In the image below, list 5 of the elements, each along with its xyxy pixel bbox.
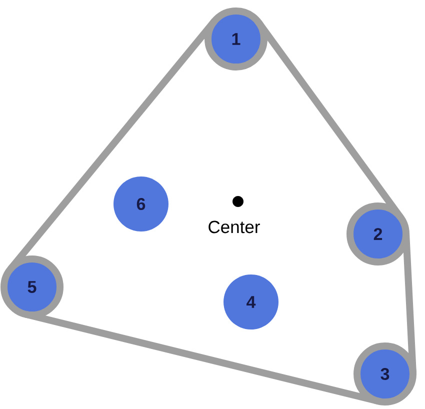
band-line bbox=[256, 20, 404, 220]
band-line bbox=[24, 310, 380, 405]
band-line bbox=[402, 232, 416, 374]
point-label: Center bbox=[208, 220, 260, 234]
band-line bbox=[8, 18, 218, 272]
